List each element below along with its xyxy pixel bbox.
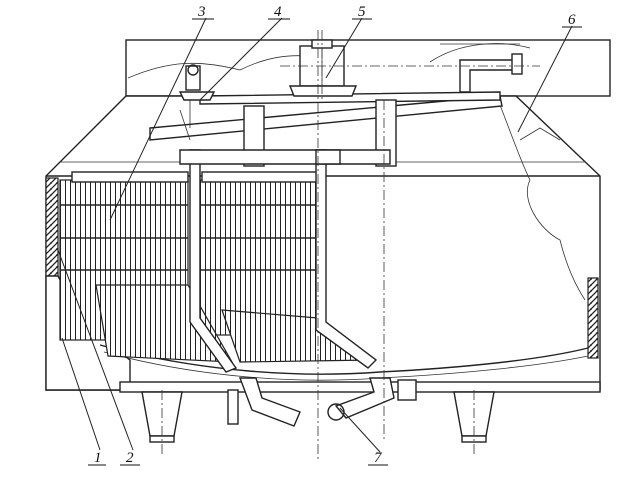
callout-2: 2 (120, 450, 140, 466)
svg-text:7: 7 (374, 450, 383, 466)
svg-text:1: 1 (94, 450, 102, 466)
base-frame (119, 381, 601, 393)
leader-5 (325, 17, 363, 79)
leader-6 (517, 25, 573, 133)
support-leg-right (453, 390, 495, 456)
callout-5: 5 (352, 4, 372, 20)
callout-1: 1 (88, 450, 106, 466)
leader-2 (57, 249, 134, 451)
leader-3 (109, 17, 207, 221)
support-leg-left (141, 390, 183, 456)
callout-4: 4 (268, 4, 290, 20)
fill-pack-right (197, 171, 321, 336)
leader-4 (199, 17, 283, 101)
svg-text:4: 4 (274, 4, 282, 20)
left-wall-lining (45, 177, 59, 277)
leader-7 (339, 407, 381, 453)
callout-7: 7 (368, 450, 388, 466)
inlet-pipe (440, 43, 523, 93)
right-wall-lining (587, 277, 599, 359)
svg-text:2: 2 (126, 450, 134, 466)
drain-pipes (227, 377, 417, 427)
distribution-header (149, 91, 503, 167)
svg-text:5: 5 (358, 4, 366, 20)
leader-1 (61, 337, 101, 451)
callout-6: 6 (562, 12, 582, 28)
svg-text:3: 3 (197, 4, 206, 20)
callout-3: 3 (192, 4, 214, 20)
svg-text:6: 6 (568, 12, 576, 28)
